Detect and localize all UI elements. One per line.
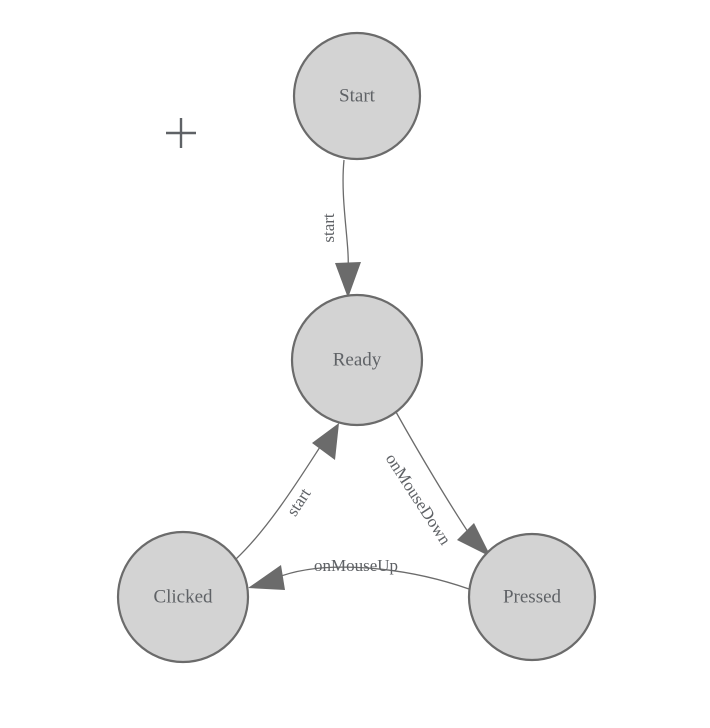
- state-circle: [467, 532, 597, 662]
- crosshair-icon: [166, 118, 196, 148]
- edge-line: [342, 159, 349, 271]
- transition-ready-to-pressed[interactable]: onMouseDown: [382, 411, 491, 557]
- state-circle: [116, 530, 250, 664]
- edge-line: [235, 446, 321, 560]
- transition-label-clicked-ready: start: [283, 484, 315, 519]
- transition-label-start-ready: start: [319, 213, 338, 243]
- arrowhead-icon: [248, 565, 285, 590]
- state-label: Ready: [333, 349, 382, 370]
- transition-label-pressed-clicked: onMouseUp: [314, 556, 398, 575]
- state-node-clicked[interactable]: Clicked: [116, 530, 250, 664]
- transition-label-ready-pressed: onMouseDown: [382, 450, 455, 549]
- arrowhead-icon: [312, 423, 339, 460]
- arrowhead-icon: [335, 262, 361, 298]
- edge-line: [275, 566, 470, 590]
- edge-line: [395, 411, 473, 539]
- transition-pressed-to-clicked[interactable]: onMouseUp: [248, 556, 470, 590]
- state-node-pressed[interactable]: Pressed: [467, 532, 597, 662]
- arrowhead-icon: [457, 523, 491, 557]
- state-circle: [292, 31, 422, 161]
- state-label: Pressed: [503, 586, 562, 607]
- state-circle: [290, 293, 424, 427]
- state-label: Start: [339, 85, 376, 106]
- transition-clicked-to-ready[interactable]: start: [235, 423, 339, 560]
- state-label: Clicked: [153, 586, 213, 607]
- state-node-start[interactable]: Start: [292, 31, 422, 161]
- state-node-ready[interactable]: Ready: [290, 293, 424, 427]
- transition-start-to-ready[interactable]: start: [319, 159, 361, 298]
